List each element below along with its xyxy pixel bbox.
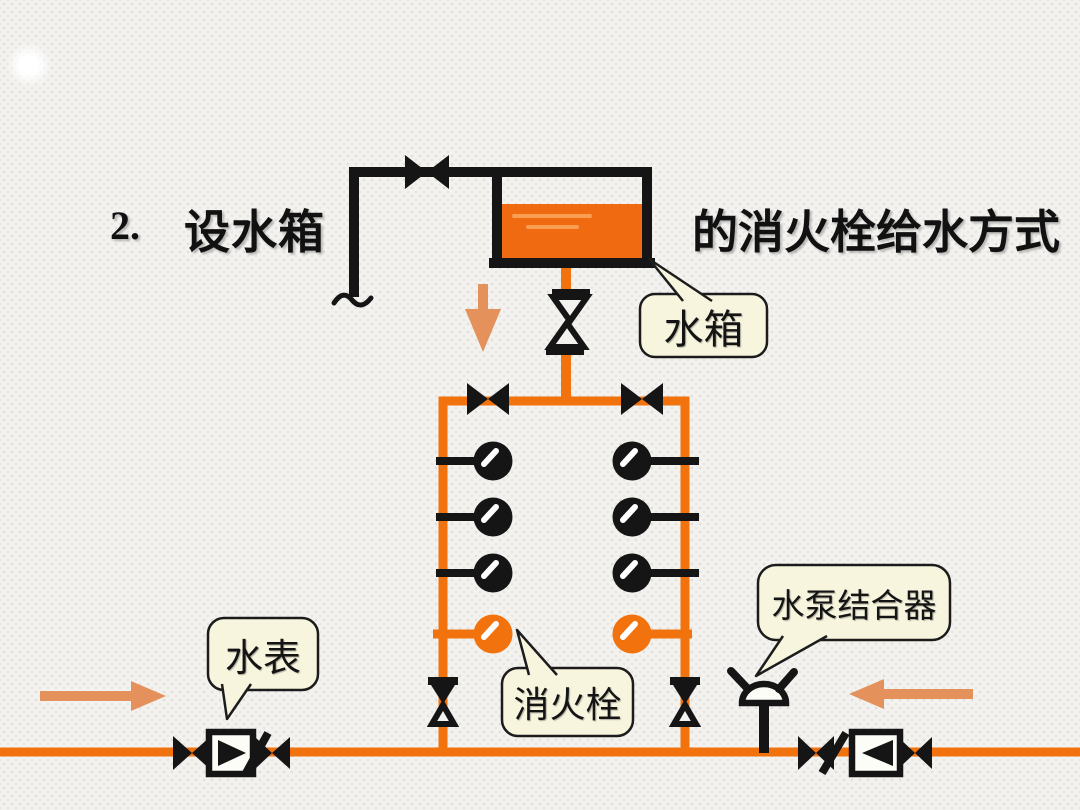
fire-hydrant-icon [612, 441, 699, 481]
check-valve-icon [242, 731, 290, 775]
fire-hydrant-orange-icon [612, 614, 692, 654]
fire-hydrant-icon [612, 497, 699, 537]
title-part-tank: 设水箱 [184, 207, 325, 258]
fire-hydrant-icon [612, 553, 699, 593]
callout-meter [206, 616, 320, 721]
callout-pump-coupling [754, 563, 952, 678]
water-meter-flow-triangle [218, 740, 246, 766]
callout-tank [638, 257, 769, 359]
water-tank [489, 167, 655, 268]
gate-valve-icon [621, 383, 663, 415]
callout-meter-label: 水表 [224, 637, 301, 680]
flow-down-arrow [465, 284, 501, 352]
pump-coupling-icon [727, 667, 798, 753]
callout-hydrant-label: 消火栓 [513, 685, 622, 725]
fire-hydrant-orange-icon [433, 614, 513, 654]
callout-tank-label: 水箱 [663, 306, 744, 352]
flow-left-arrow [849, 679, 973, 709]
check-valve-icon [544, 289, 593, 355]
callout-pump-coupling-label: 水泵结合器 [771, 588, 937, 625]
tank-water-fill [500, 204, 644, 259]
check-valve-icon [798, 730, 850, 776]
gate-valve-icon [173, 736, 211, 770]
fire-hydrant-icon [436, 553, 513, 593]
stop-valve-icon [426, 677, 460, 727]
stop-valve-icon [668, 677, 702, 727]
gate-valve-icon [405, 155, 449, 189]
title-part-method: 的消火栓给水方式 [692, 207, 1060, 258]
water-meter-flow-triangle [862, 740, 893, 766]
inlet-valve-assembly [798, 728, 932, 778]
callout-hydrant [500, 628, 635, 738]
gate-valve-icon [467, 383, 509, 415]
fire-hydrant-icon [436, 441, 513, 481]
pipe-break-icon [331, 292, 374, 308]
title-number: 2. [110, 203, 140, 248]
flow-right-arrow [40, 681, 166, 711]
water-meter-assembly [173, 728, 290, 778]
gate-valve-icon [898, 737, 932, 769]
fire-hydrant-icon [436, 497, 513, 537]
